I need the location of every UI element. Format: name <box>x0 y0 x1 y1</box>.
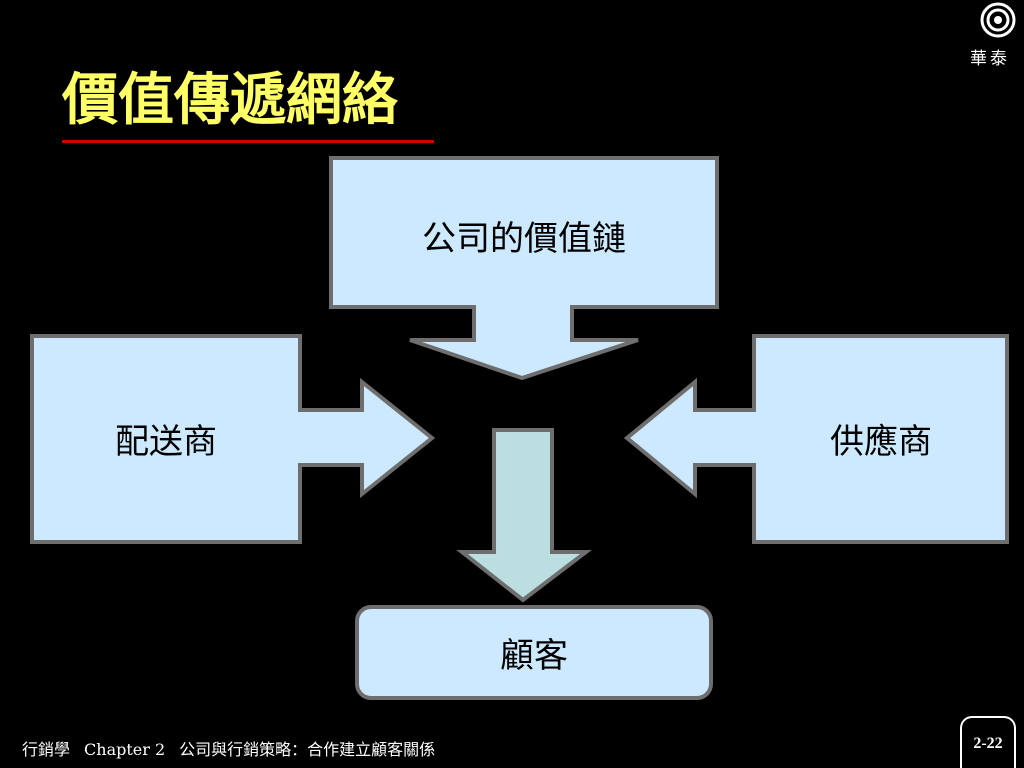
node-label-customers: 顧客 <box>500 636 568 676</box>
footer-chapter: Chapter 2 <box>84 740 166 759</box>
distributors-node: 配送商 <box>30 334 436 544</box>
page-number: 2-22 <box>973 735 1003 752</box>
logo-text: 華泰 <box>970 49 1010 69</box>
value-chain-arrow-shape <box>329 156 719 381</box>
value-chain-node: 公司的價值鏈 <box>329 156 719 381</box>
customers-node: 顧客 <box>355 605 713 700</box>
footer-course: 行銷學 <box>22 740 71 759</box>
down-arrow-to-customers <box>456 428 592 603</box>
page-number-badge <box>960 716 1016 768</box>
footer: 行銷學 Chapter 2 公司與行銷策略：合作建立顧客關係 <box>22 736 435 760</box>
suppliers-arrow-shape <box>623 334 1009 544</box>
distributors-arrow-shape <box>30 334 436 544</box>
customers-box <box>355 605 713 700</box>
suppliers-node: 供應商 <box>623 334 1009 544</box>
huatai-logo-icon <box>980 2 1016 38</box>
node-label-value-chain: 公司的價值鏈 <box>422 219 626 259</box>
node-label-distributors: 配送商 <box>115 422 217 462</box>
footer-chapter-title: 公司與行銷策略：合作建立顧客關係 <box>179 740 436 759</box>
title-underline <box>62 140 434 143</box>
node-label-suppliers: 供應商 <box>830 422 932 462</box>
slide-title: 價值傳遞網絡 <box>62 67 398 133</box>
